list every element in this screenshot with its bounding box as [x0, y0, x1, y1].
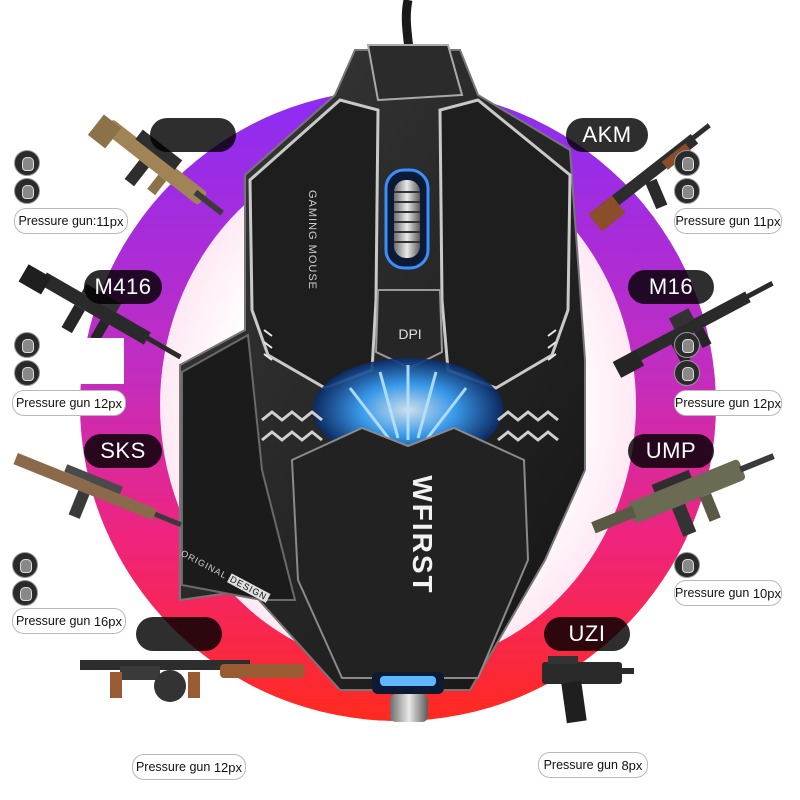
- weapon-name-left-2: M416: [84, 270, 162, 304]
- weapon-name-right-2: M16: [628, 270, 714, 304]
- pressure-gun-left-4: Pressure gun 12px: [132, 754, 246, 780]
- mouse-button-pair-right-2: [674, 332, 700, 386]
- side-button-icon: [14, 150, 40, 176]
- weapon-name-left-3: SKS: [84, 434, 162, 468]
- mouse-button-pair-right-1: [674, 150, 700, 204]
- pressure-value: 11px: [96, 213, 124, 229]
- pressure-label: Pressure gun: [543, 758, 618, 772]
- pressure-value: 12px: [213, 759, 243, 775]
- pressure-value: 10px: [752, 585, 782, 601]
- side-button-icon: [12, 580, 38, 606]
- gaming-mouse-label: GAMING MOUSE: [306, 190, 318, 291]
- side-button-icon: [12, 552, 38, 578]
- blank-label-area: [62, 338, 124, 384]
- pressure-label: Pressure gun: [674, 396, 750, 410]
- uzi-smg-icon: [542, 656, 634, 724]
- mouse-button-pair-left-3: [12, 552, 38, 606]
- sks-rifle-icon: [13, 452, 182, 528]
- pressure-gun-right-3: Pressure gun 10px: [674, 580, 782, 606]
- mouse-button-pair-left-1: [14, 150, 40, 204]
- side-button-icon: [674, 332, 700, 358]
- pressure-value: 12px: [93, 395, 123, 411]
- side-button-icon: [674, 360, 700, 386]
- pressure-value: 11px: [753, 213, 781, 229]
- pressure-gun-left-2: Pressure gun 12px: [12, 390, 126, 416]
- pressure-label: Pressure gun: [15, 614, 91, 628]
- pressure-label: Pressure gun: [135, 760, 211, 774]
- tommy-gun-icon: [80, 660, 305, 702]
- pressure-gun-left-3: Pressure gun 16px: [12, 608, 126, 634]
- pressure-gun-right-4: Pressure gun 8px: [538, 752, 648, 778]
- pressure-label: Pressure gun: [674, 586, 750, 600]
- pressure-value: 16px: [93, 613, 123, 629]
- weapon-name-left-4: [136, 617, 222, 651]
- pressure-value: 8px: [621, 757, 643, 773]
- side-button-icon: [674, 150, 700, 176]
- pressure-gun-left-1: Pressure gun:11px: [14, 208, 128, 234]
- dpi-button-label: DPI: [398, 326, 422, 342]
- ump-smg-icon: [591, 453, 775, 537]
- mouse-button-pair-left-2: [14, 332, 40, 386]
- pressure-value: 12px: [752, 395, 782, 411]
- pressure-label: Pressure gun: [15, 396, 91, 410]
- side-button-icon: [14, 332, 40, 358]
- weapon-name-right-4: UZI: [544, 617, 630, 651]
- weapon-name-left-1: [150, 118, 236, 152]
- side-button-icon: [674, 552, 700, 578]
- pressure-label: Pressure gun: [675, 214, 750, 228]
- brand-logo[interactable]: WFIRST: [407, 475, 438, 595]
- mouse-button-pair-right-3: [674, 552, 700, 604]
- weapon-name-right-3: UMP: [628, 434, 714, 468]
- pressure-gun-right-2: Pressure gun 12px: [674, 390, 782, 416]
- side-button-icon: [674, 178, 700, 204]
- pressure-gun-right-1: Pressure gun 11px: [674, 208, 782, 234]
- pressure-label: Pressure gun:: [18, 214, 97, 228]
- side-button-icon: [14, 360, 40, 386]
- side-button-icon: [14, 178, 40, 204]
- weapon-name-right-1: AKM: [566, 118, 648, 152]
